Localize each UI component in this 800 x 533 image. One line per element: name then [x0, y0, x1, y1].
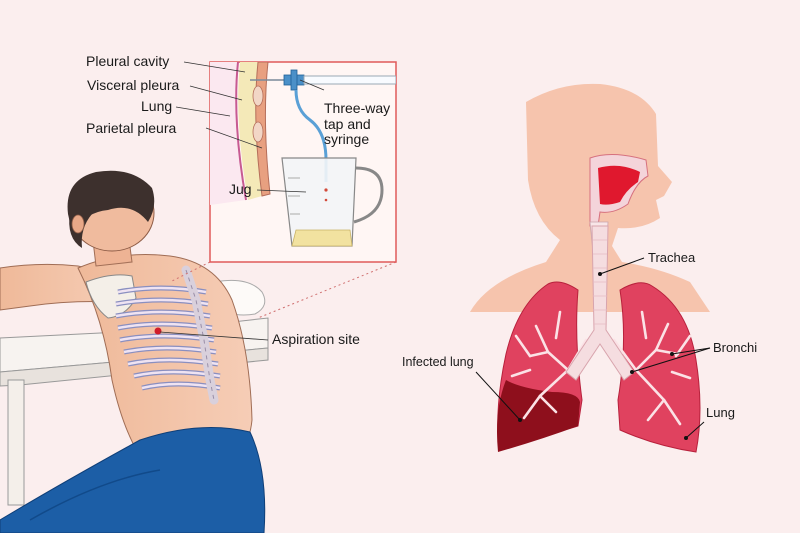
label-bronchi: Bronchi	[713, 340, 758, 355]
trachea-bronchi	[565, 225, 635, 381]
label-lung-anatomy: Lung	[706, 405, 735, 420]
left-lung-infected	[497, 281, 588, 452]
label-three-way-tap: Three-way tap and syringe	[324, 100, 391, 148]
ribcage	[115, 265, 221, 405]
label-lung-inset: Lung	[141, 98, 173, 114]
label-jug: Jug	[229, 181, 252, 197]
aspiration-site-marker	[154, 327, 162, 335]
label-pleural-cavity: Pleural cavity	[86, 53, 170, 69]
label-trachea: Trachea	[648, 250, 696, 265]
trousers	[0, 427, 266, 533]
label-infected-lung: Infected lung	[402, 355, 474, 369]
anatomy-leaders	[475, 257, 711, 440]
label-parietal-pleura: Parietal pleura	[86, 120, 177, 136]
aspiration-inset	[159, 61, 397, 341]
label-visceral-pleura: Visceral pleura	[87, 77, 180, 93]
label-aspiration-site: Aspiration site	[272, 331, 360, 347]
